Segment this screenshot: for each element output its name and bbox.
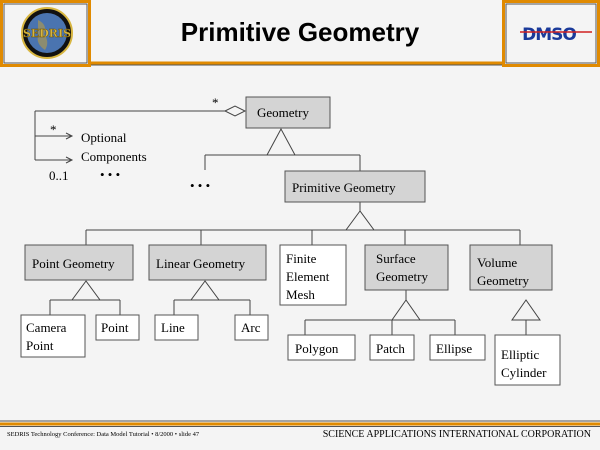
node-camera-point[interactable]: Camera Point [20, 314, 86, 358]
node-label: Point [101, 320, 129, 335]
node-label: Point Geometry [32, 256, 115, 271]
node-label: Mesh [286, 287, 315, 302]
header: SEDRIS DMSO Primitive Geometry [0, 0, 600, 67]
node-point-geometry[interactable]: Point Geometry [24, 244, 134, 281]
node-volume-geometry[interactable]: Volume Geometry [469, 244, 553, 291]
node-label: Linear Geometry [156, 256, 246, 271]
multiplicity-label: * [212, 95, 219, 110]
node-label: Element [286, 269, 330, 284]
node-arc[interactable]: Arc [234, 314, 269, 341]
node-label: Patch [376, 341, 405, 356]
node-label: Finite [286, 251, 317, 266]
multiplicity-label: 0..1 [49, 168, 69, 183]
ellipsis: • • • [100, 167, 120, 182]
node-ellipse[interactable]: Ellipse [429, 334, 486, 361]
svg-text:DMSO: DMSO [522, 25, 576, 45]
dmso-logo: DMSO [520, 25, 592, 45]
footer-company: SCIENCE APPLICATIONS INTERNATIONAL CORPO… [323, 429, 591, 440]
node-label: Point [26, 338, 54, 353]
legend: * * Optional Components 0..1 • • • [34, 95, 247, 183]
node-point[interactable]: Point [95, 314, 140, 341]
node-surface-geometry[interactable]: Surface Geometry [364, 244, 449, 291]
node-linear-geometry[interactable]: Linear Geometry [148, 244, 267, 281]
dmso-logo-frame [502, 0, 600, 67]
ellipsis: • • • [190, 178, 210, 193]
footer: SEDRIS Technology Conference: Data Model… [0, 420, 600, 440]
footer-credit: SEDRIS Technology Conference: Data Model… [7, 431, 200, 438]
slide-title: Primitive Geometry [181, 17, 420, 47]
node-label: Geometry [477, 273, 529, 288]
node-geometry[interactable]: Geometry [245, 96, 331, 129]
node-label: Camera [26, 320, 67, 335]
node-label: Elliptic [501, 347, 540, 362]
node-label: Surface [376, 251, 416, 266]
node-patch[interactable]: Patch [369, 334, 415, 361]
sedris-logo: SEDRIS [21, 7, 73, 59]
node-label: Geometry [257, 105, 309, 120]
node-line[interactable]: Line [154, 314, 199, 341]
connectors [49, 127, 541, 335]
node-label: Ellipse [436, 341, 472, 356]
node-elliptic-cylinder[interactable]: Elliptic Cylinder [494, 334, 561, 386]
node-label: Cylinder [501, 365, 547, 380]
node-label: Polygon [295, 341, 339, 356]
node-label: Volume [477, 255, 517, 270]
aggregation-diamond-icon [223, 105, 247, 117]
arrow-icon [65, 156, 74, 164]
node-polygon[interactable]: Polygon [287, 334, 356, 361]
svg-text:SEDRIS: SEDRIS [23, 27, 71, 40]
multiplicity-label: * [50, 122, 57, 137]
node-label: Line [161, 320, 185, 335]
node-finite-element-mesh[interactable]: Finite Element Mesh [279, 244, 347, 306]
arrow-icon [65, 132, 74, 140]
components-label: Components [81, 149, 147, 164]
node-label: Primitive Geometry [292, 180, 396, 195]
node-primitive-geometry[interactable]: Primitive Geometry [284, 170, 426, 203]
node-label: Geometry [376, 269, 428, 284]
optional-label: Optional [81, 130, 127, 145]
node-label: Arc [241, 320, 261, 335]
